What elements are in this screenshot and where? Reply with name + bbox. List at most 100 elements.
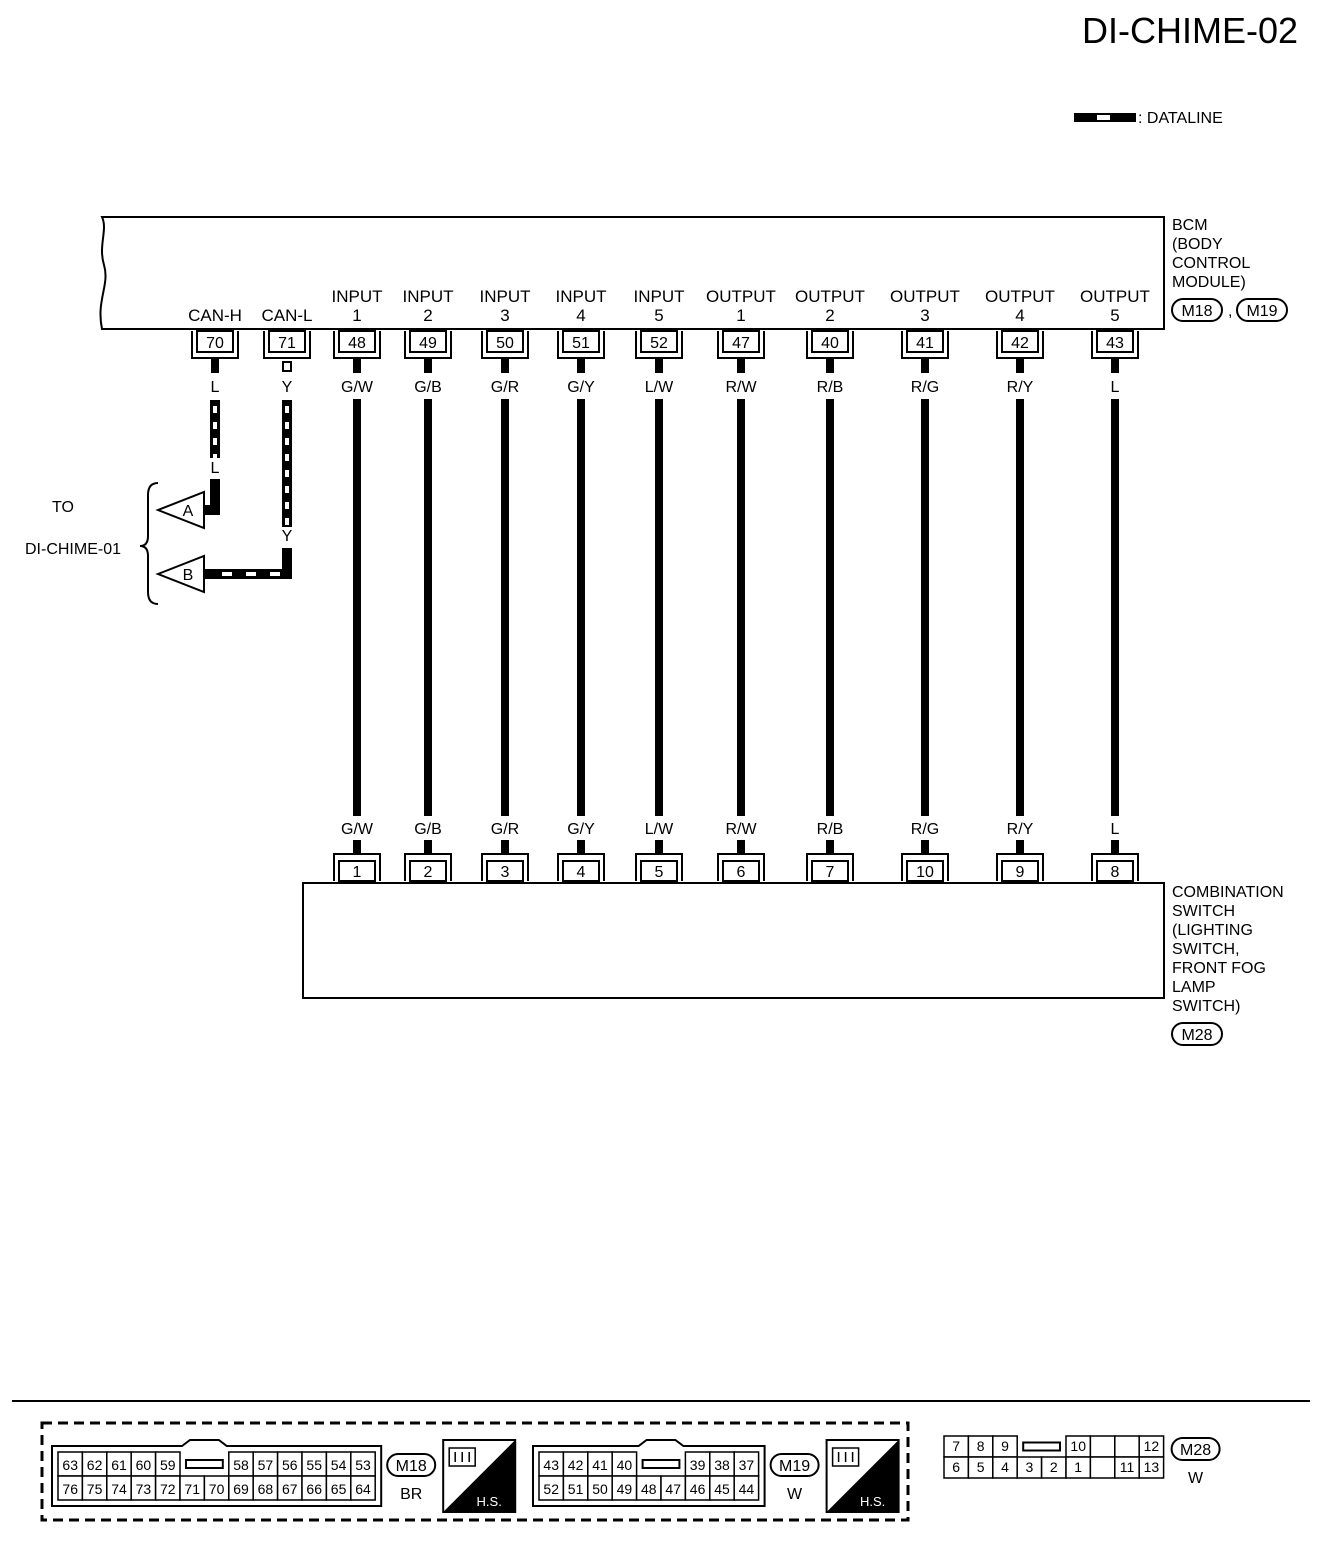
pin-cell-number: 57 xyxy=(258,1457,274,1473)
bcm-name-line: MODULE) xyxy=(1172,274,1246,291)
bcm-terminal-number: 5 xyxy=(1110,306,1119,325)
connector-badge-m18-label: M18 xyxy=(1181,303,1212,320)
pin-cell-number: 45 xyxy=(714,1481,730,1497)
hs-symbol-fill xyxy=(443,1440,516,1512)
pin-cell-number: 64 xyxy=(355,1481,371,1497)
pin-cell-number: 39 xyxy=(690,1457,706,1473)
bcm-pin-box xyxy=(811,330,849,353)
connector-badge-label: M19 xyxy=(779,1458,810,1475)
switch-name-line: SWITCH) xyxy=(1172,998,1240,1015)
pin-cell xyxy=(587,1475,613,1501)
pin-cell xyxy=(660,1475,687,1501)
bcm-terminal-number: 1 xyxy=(352,306,361,325)
bcm-pin-box xyxy=(338,330,376,353)
switch-pin-number: 5 xyxy=(655,864,664,881)
bcm-connector-badges: M18 , M19 xyxy=(1171,298,1288,322)
wire-color-bottom: L xyxy=(1111,821,1120,838)
bcm-pin-number: 49 xyxy=(419,335,437,352)
wire-color-top: G/B xyxy=(414,379,442,396)
switch-pin-box xyxy=(562,860,600,882)
pin-cell-number: 48 xyxy=(641,1481,657,1497)
switch-pin-box xyxy=(1001,860,1039,882)
reference-arrow-letter: B xyxy=(183,567,194,584)
connector-latch xyxy=(641,1459,681,1469)
bcm-terminal-label: OUTPUT xyxy=(795,287,865,306)
pin-cell-number: 41 xyxy=(592,1457,608,1473)
bcm-terminal-number: 2 xyxy=(825,306,834,325)
switch-pin-bracket xyxy=(901,853,949,881)
wire-color-bottom: G/B xyxy=(414,821,442,838)
pin-cell-number: 63 xyxy=(62,1457,78,1473)
pin-cell-number: 54 xyxy=(331,1457,347,1473)
switch-pin-number: 9 xyxy=(1016,864,1025,881)
connector-latch xyxy=(185,1459,224,1469)
connector-separator: , xyxy=(1228,303,1232,320)
bcm-pin-box xyxy=(640,330,678,353)
connector-latch xyxy=(1022,1441,1062,1452)
bcm-terminal-label: OUTPUT xyxy=(985,287,1055,306)
connector-badge-label: M18 xyxy=(396,1458,427,1475)
wire-color-bottom: G/W xyxy=(341,821,374,838)
can-pin-number: 71 xyxy=(278,335,296,352)
bcm-connectors-frame xyxy=(40,1421,910,1522)
can-wire-color-mid: Y xyxy=(282,528,293,545)
bcm-terminal-number: 3 xyxy=(500,306,509,325)
bcm-pin-number: 51 xyxy=(572,335,590,352)
reference-brace xyxy=(139,482,159,605)
wire-color-top: G/W xyxy=(341,379,374,396)
switch-pin-box xyxy=(1096,860,1134,882)
pin-cell-number: 59 xyxy=(160,1457,176,1473)
pin-cell xyxy=(106,1475,132,1501)
connector-badge-m18 xyxy=(1171,298,1223,322)
bcm-name-line: (BODY xyxy=(1172,236,1223,253)
circuit: OUTPUT543LL8OUTPUT5 xyxy=(1080,287,1150,929)
switch-pin-number: 8 xyxy=(1111,864,1120,881)
switch-pin-box xyxy=(640,860,678,882)
switch-pin-bracket xyxy=(404,853,452,881)
bcm-pin-box xyxy=(906,330,944,353)
bcm-terminal-label: INPUT xyxy=(480,287,531,306)
bcm-pin-box xyxy=(722,330,760,353)
bcm-terminal-number: 4 xyxy=(1015,306,1024,325)
pin-cell-number: 42 xyxy=(568,1457,584,1473)
pin-cell xyxy=(1089,1435,1116,1458)
pin-cell xyxy=(1114,1435,1140,1458)
switch-pin-box xyxy=(409,860,447,882)
pin-cell-number: 11 xyxy=(1120,1459,1135,1475)
pin-cell-number: 1 xyxy=(1074,1459,1082,1475)
reference-arrow xyxy=(155,554,205,594)
bcm-name-line: BCM xyxy=(1172,217,1208,234)
bcm-name: BCM (BODY CONTROL MODULE) xyxy=(1172,217,1250,291)
signal-circuits: INPUT148G/WG/W1INPUT1INPUT249G/BG/B2INPU… xyxy=(332,287,1150,929)
switch-pin-box xyxy=(486,860,524,882)
switch-pin-box xyxy=(811,860,849,882)
pin-cell-number: 53 xyxy=(355,1457,371,1473)
pin-cell xyxy=(252,1475,279,1501)
pin-cell-number: 37 xyxy=(739,1457,755,1473)
connector-badge-m28-label: M28 xyxy=(1181,1027,1212,1044)
pin-cell-number: 5 xyxy=(977,1459,985,1475)
pin-cell xyxy=(733,1451,760,1477)
wire-color-top: R/W xyxy=(725,379,757,396)
switch-name-line: (LIGHTING xyxy=(1172,922,1253,939)
can-pin-box xyxy=(196,330,234,353)
pin-cell-number: 10 xyxy=(1070,1438,1086,1454)
pin-cell xyxy=(684,1451,711,1477)
pin-cell-number: 76 xyxy=(62,1481,78,1497)
switch-pin-number: 3 xyxy=(501,864,510,881)
bcm-pin-number: 47 xyxy=(732,335,750,352)
bcm-pin-number: 50 xyxy=(496,335,514,352)
switch-pin-number: 7 xyxy=(826,864,835,881)
pin-cell-number: 75 xyxy=(87,1481,103,1497)
pin-cell-number: 58 xyxy=(233,1457,249,1473)
dataline-segment xyxy=(282,361,292,372)
pin-cell xyxy=(538,1475,565,1501)
connector-badge-label: M28 xyxy=(1180,1442,1211,1459)
pin-cell-number: 8 xyxy=(977,1438,985,1454)
switch-name-line: SWITCH xyxy=(1172,903,1235,920)
pin-cell-number: 50 xyxy=(592,1481,608,1497)
